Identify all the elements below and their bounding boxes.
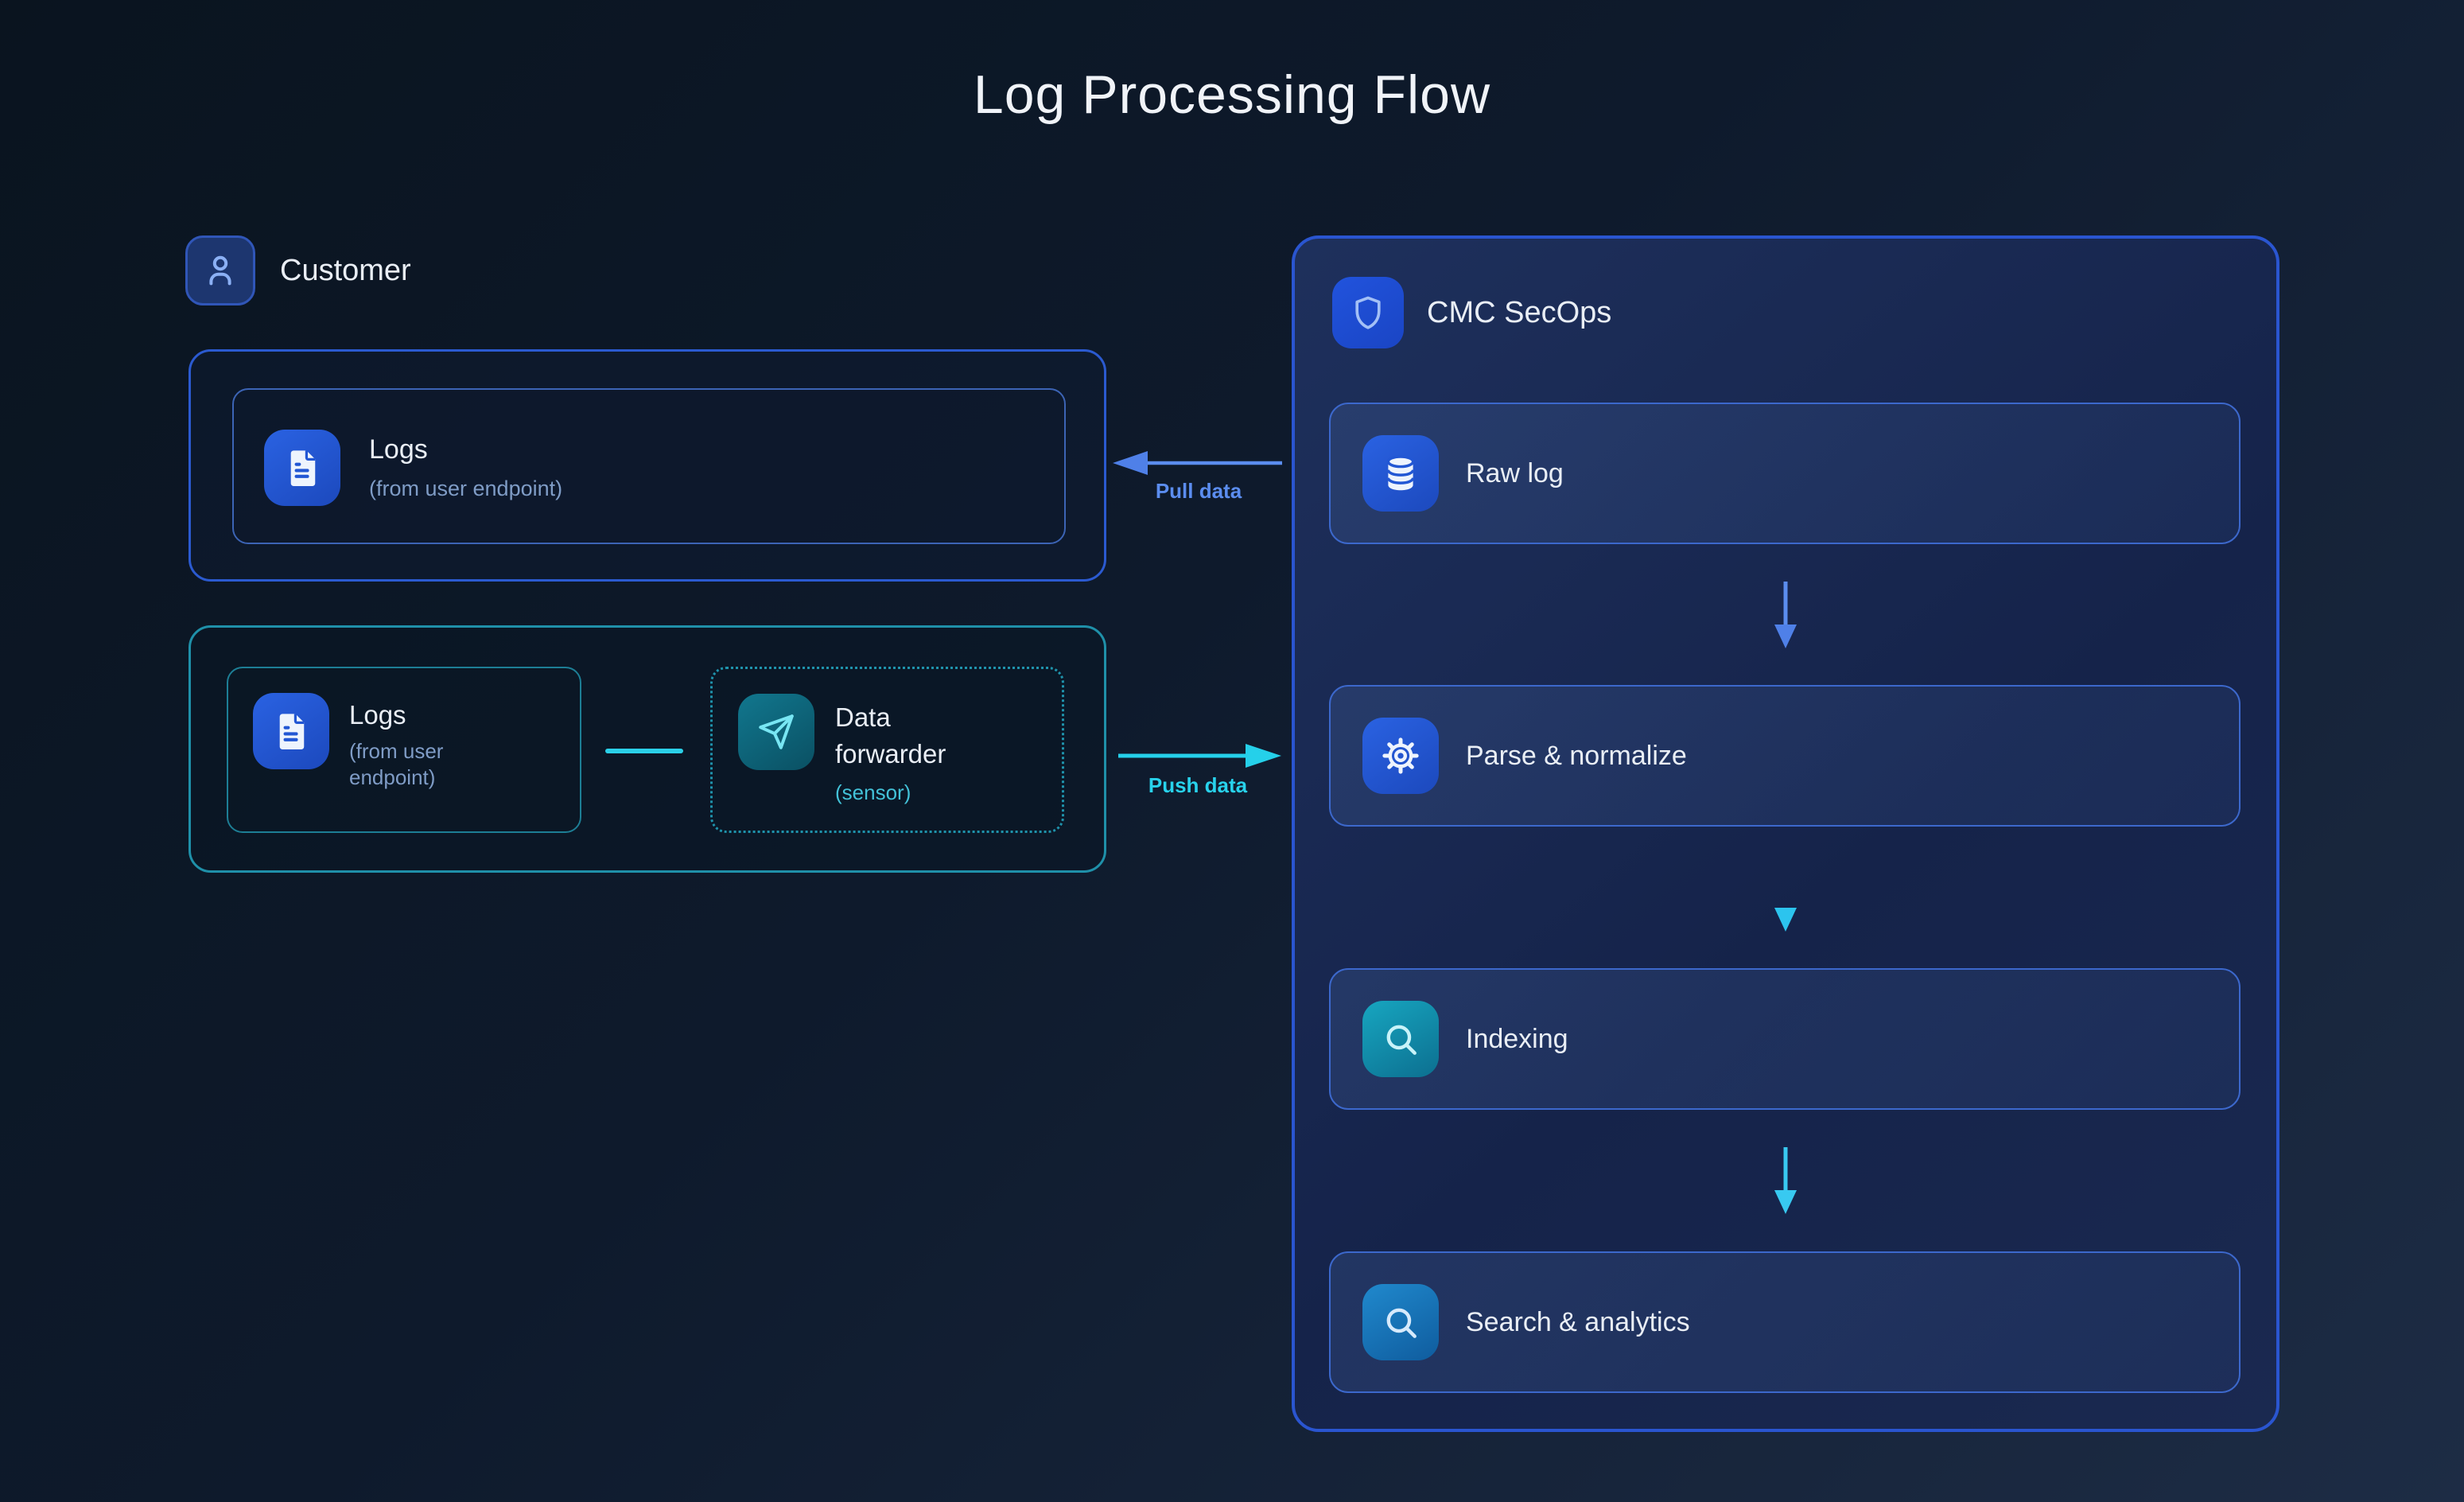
stage-label: Indexing xyxy=(1466,1023,1568,1054)
secops-title: CMC SecOps xyxy=(1427,295,1612,329)
stage-label: Search & analytics xyxy=(1466,1306,1690,1337)
forwarder-text: Data forwarder (sensor) xyxy=(835,699,994,805)
flow-arrow-down-1 xyxy=(1774,582,1797,648)
raw-log-icon-square xyxy=(1362,435,1439,512)
page-title: Log Processing Flow xyxy=(973,64,1491,125)
node-subtitle: (from user endpoint) xyxy=(349,739,444,789)
customer-label: Customer xyxy=(280,253,411,287)
node-title: Logs xyxy=(349,700,406,730)
forwarder-icon-square xyxy=(738,694,814,770)
flow-arrow-down-3 xyxy=(1774,1147,1797,1214)
logs-pull-node: Logs (from user endpoint) xyxy=(232,388,1066,544)
logs-forwarder-connector-line xyxy=(605,749,683,753)
stage-parse-normalize: Parse & normalize xyxy=(1329,685,2241,827)
stage-label: Parse & normalize xyxy=(1466,740,1687,771)
file-text-icon xyxy=(282,447,323,488)
stage-raw-log: Raw log xyxy=(1329,403,2241,544)
logs-push-text: Logs (from user endpoint) xyxy=(349,700,451,791)
logs-icon-square xyxy=(253,693,329,769)
database-icon xyxy=(1380,453,1421,494)
user-icon xyxy=(201,251,239,290)
search-icon xyxy=(1381,1302,1420,1342)
data-forwarder-node: Data forwarder (sensor) xyxy=(710,667,1064,833)
search-icon xyxy=(1381,1019,1420,1059)
node-subtitle: (from user endpoint) xyxy=(369,477,563,500)
logs-icon-square xyxy=(264,430,340,506)
push-data-label: Push data xyxy=(1148,773,1248,797)
pull-data-arrow xyxy=(1113,451,1282,475)
stage-indexing: Indexing xyxy=(1329,968,2241,1110)
logs-pull-text: Logs (from user endpoint) xyxy=(369,434,562,501)
gear-icon xyxy=(1380,735,1421,776)
send-icon xyxy=(756,712,796,752)
secops-icon-square xyxy=(1332,277,1404,348)
flow-arrow-down-2 xyxy=(1774,865,1797,932)
indexing-icon-square xyxy=(1362,1001,1439,1077)
search-analytics-icon-square xyxy=(1362,1284,1439,1360)
pull-data-label: Pull data xyxy=(1155,479,1242,503)
node-subtitle: (sensor) xyxy=(835,780,911,804)
secops-panel xyxy=(1292,235,2279,1432)
stage-search-analytics: Search & analytics xyxy=(1329,1251,2241,1393)
file-text-icon xyxy=(270,710,312,752)
node-title: Logs xyxy=(369,434,428,465)
shield-icon xyxy=(1350,294,1386,331)
parse-icon-square xyxy=(1362,718,1439,794)
logs-push-node: Logs (from user endpoint) xyxy=(227,667,581,833)
stage-label: Raw log xyxy=(1466,457,1564,488)
customer-icon-square xyxy=(185,235,255,305)
node-title: Data forwarder xyxy=(835,702,946,769)
push-data-arrow xyxy=(1118,744,1281,768)
